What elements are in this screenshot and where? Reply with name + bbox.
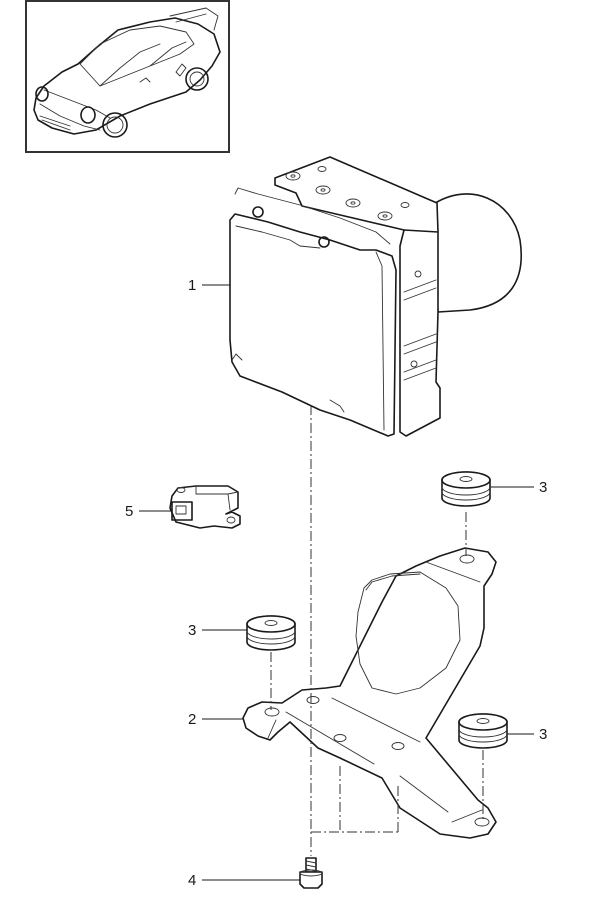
callout-1[interactable]: 1 <box>188 277 230 294</box>
callout-3-top[interactable]: 3 <box>490 479 547 496</box>
callout-3-left[interactable]: 3 <box>188 622 247 639</box>
sensor[interactable] <box>169 485 241 529</box>
callout-label: 1 <box>188 277 196 294</box>
car-icon <box>33 7 221 138</box>
abs-control-unit[interactable] <box>229 156 522 437</box>
mounting-bolts <box>252 206 422 368</box>
assembly-lines <box>270 405 484 856</box>
callout-label: 3 <box>539 479 547 496</box>
vehicle-thumbnail[interactable] <box>25 0 230 153</box>
control-module-cover <box>229 213 397 437</box>
hydraulic-ports <box>285 166 410 221</box>
callout-3-right[interactable]: 3 <box>507 726 547 743</box>
callout-label: 3 <box>539 726 547 743</box>
callout-4[interactable]: 4 <box>188 872 300 889</box>
screw[interactable] <box>299 857 323 889</box>
rubber-mount-left[interactable] <box>246 615 296 651</box>
callout-label: 2 <box>188 711 196 728</box>
bracket-holes <box>264 554 490 827</box>
callout-label: 5 <box>125 503 133 520</box>
pump-motor <box>431 193 522 313</box>
mounting-bracket[interactable] <box>242 547 497 839</box>
callout-2[interactable]: 2 <box>188 711 243 728</box>
valve-block-side <box>399 229 441 437</box>
callout-label: 4 <box>188 872 196 889</box>
rubber-mount-top[interactable] <box>441 471 491 507</box>
callout-label: 3 <box>188 622 196 639</box>
callout-5[interactable]: 5 <box>125 503 172 520</box>
rubber-mount-right[interactable] <box>458 713 508 749</box>
